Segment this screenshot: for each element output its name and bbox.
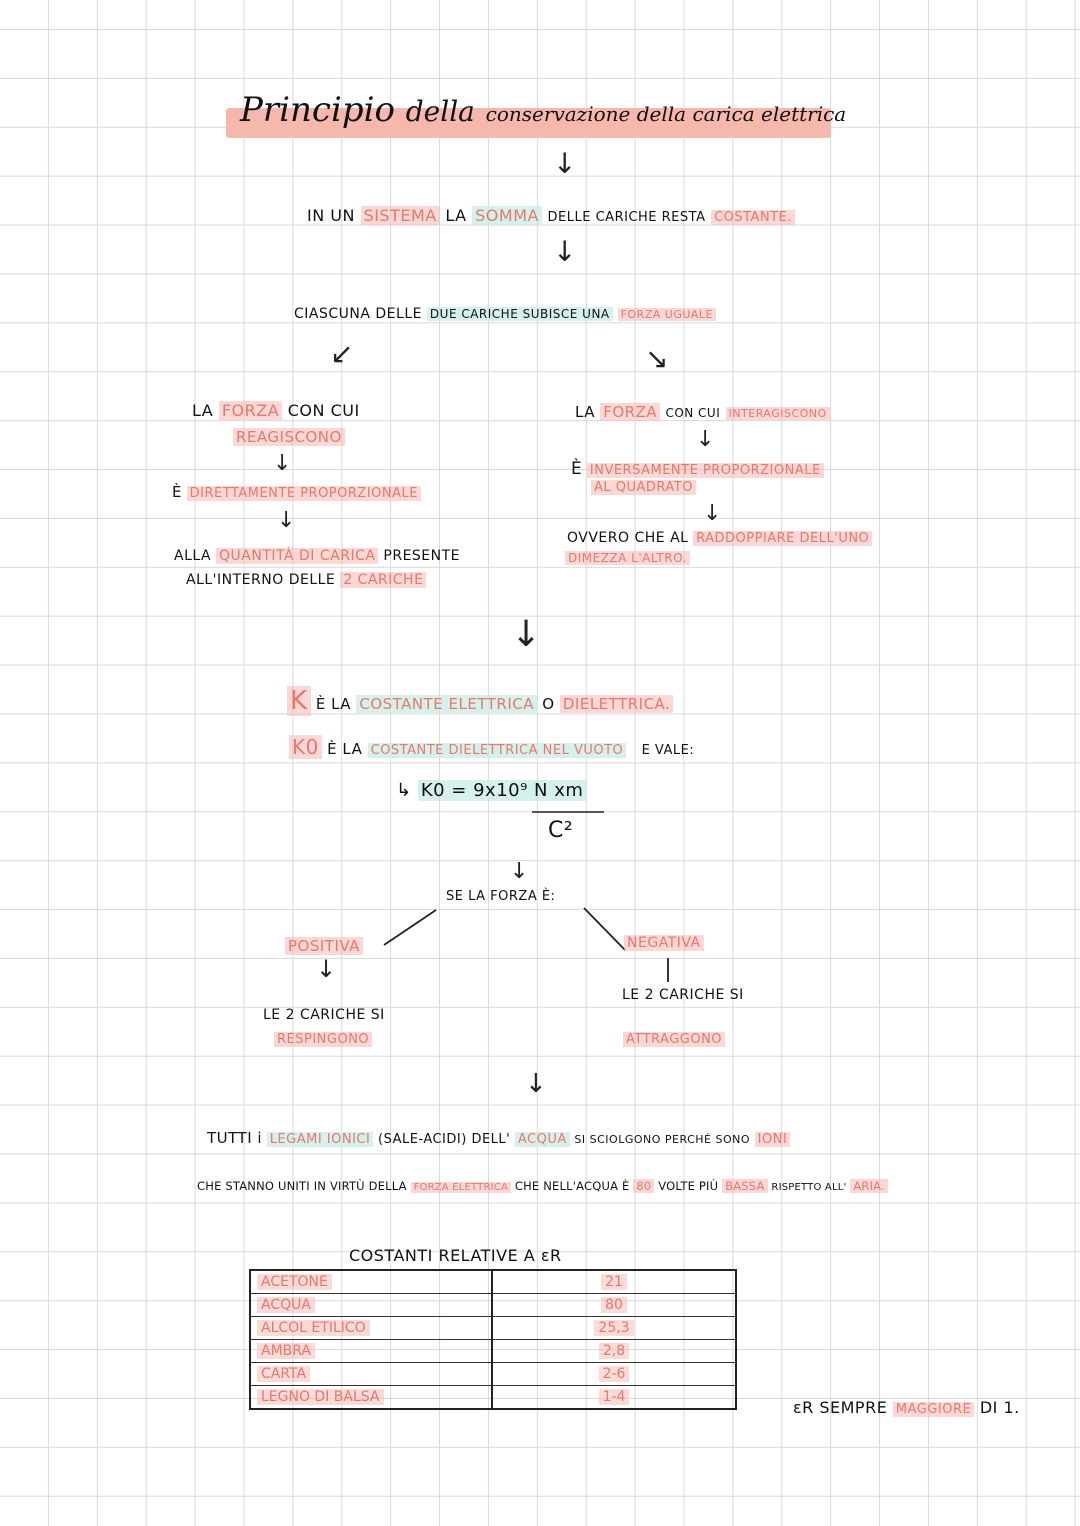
material-value-cell: 1-4 bbox=[492, 1386, 736, 1410]
material-value: 2-6 bbox=[598, 1366, 630, 1382]
material-value: 21 bbox=[601, 1274, 627, 1290]
arrow-down-left: ↙ bbox=[330, 337, 354, 370]
arrow-down: ↓ bbox=[316, 955, 337, 983]
arrow-down: ↓ bbox=[277, 508, 296, 533]
material-value: 2,8 bbox=[598, 1343, 630, 1359]
title-word-principio: Principio bbox=[240, 90, 395, 130]
arrow-down-right: ↘ bbox=[645, 342, 669, 375]
arrow-down: ↓ bbox=[553, 147, 577, 180]
left-reagiscono: REAGISCONO bbox=[233, 428, 345, 446]
table-row: AMBRA 2,8 bbox=[250, 1339, 736, 1363]
left-forza: LA FORZA CON CUI bbox=[192, 401, 360, 420]
table-title: COSTANTI RELATIVE A εR bbox=[349, 1246, 562, 1265]
material-name-cell: LEGNO DI BALSA bbox=[250, 1385, 493, 1409]
right-quadrato: AL QUADRATO bbox=[591, 480, 696, 495]
k0-formula-denominator: C² bbox=[548, 818, 574, 843]
arrow-down: ↓ bbox=[696, 427, 715, 452]
arrow-down: ↓ bbox=[511, 614, 542, 655]
k0-formula: ↳ K0 = 9x10⁹ N xm bbox=[396, 780, 587, 801]
se-forza: SE LA FORZA È: bbox=[446, 889, 556, 904]
legami-line-1: TUTTI i LEGAMI IONICI (SALE-ACIDI) DELL'… bbox=[207, 1129, 791, 1147]
material-name: ACETONE bbox=[257, 1274, 332, 1290]
table-row: ACETONE 21 bbox=[250, 1270, 736, 1294]
k0-line: K0 È LA COSTANTE DIELETTRICA NEL VUOTO E… bbox=[289, 735, 694, 759]
title-word-della: della bbox=[405, 95, 475, 128]
er-note: εR SEMPRE MAGGIORE DI 1. bbox=[793, 1398, 1020, 1417]
statement: IN UN SISTEMA LA SOMMA DELLE CARICHE RES… bbox=[307, 206, 795, 225]
right-dimezza: DIMEZZA L'ALTRO. bbox=[565, 551, 690, 565]
table-row: ALCOL ETILICO 25,3 bbox=[250, 1316, 736, 1340]
arrow-down: ↓ bbox=[510, 859, 529, 884]
left-cariche: ALL'INTERNO DELLE 2 CARICHE bbox=[186, 572, 427, 588]
legami-line-2: CHE STANNO UNITI IN VIRTÙ DELLA FORZA EL… bbox=[197, 1179, 888, 1193]
title-rest: conservazione della carica elettrica bbox=[485, 102, 847, 126]
left-quantita: ALLA QUANTITÀ DI CARICA PRESENTE bbox=[174, 548, 461, 564]
title-highlight bbox=[226, 108, 831, 138]
material-name-cell: CARTA bbox=[250, 1362, 493, 1386]
material-value-cell: 25,3 bbox=[492, 1317, 736, 1340]
arrow-down: ↓ bbox=[553, 235, 577, 268]
connector-right bbox=[583, 907, 626, 951]
table-row: LEGNO DI BALSA 1-4 bbox=[250, 1385, 736, 1410]
right-ovvero: OVVERO CHE AL RADDOPPIARE DELL'UNO bbox=[567, 530, 873, 546]
left-direttamente: È DIRETTAMENTE PROPORZIONALE bbox=[172, 483, 421, 501]
material-name-cell: ACQUA bbox=[250, 1293, 493, 1317]
connector-left bbox=[383, 909, 437, 946]
ciascuna-line: CIASCUNA DELLE DUE CARICHE SUBISCE UNA F… bbox=[294, 306, 717, 322]
material-value: 80 bbox=[601, 1297, 627, 1313]
material-value-cell: 2-6 bbox=[492, 1363, 736, 1386]
material-name: AMBRA bbox=[257, 1343, 315, 1359]
negativa: NEGATIVA bbox=[624, 935, 704, 951]
arrow-down: ↓ bbox=[273, 451, 292, 476]
right-inversamente: È INVERSAMENTE PROPORZIONALE bbox=[571, 459, 824, 479]
material-value-cell: 2,8 bbox=[492, 1340, 736, 1363]
table-row: CARTA 2-6 bbox=[250, 1362, 736, 1386]
material-value-cell: 21 bbox=[492, 1270, 736, 1294]
material-name: CARTA bbox=[257, 1366, 311, 1382]
negativa-desc-2: ATTRAGGONO bbox=[623, 1032, 726, 1047]
k-line: K È LA COSTANTE ELETTRICA O DIELETTRICA. bbox=[287, 686, 674, 716]
material-value-cell: 80 bbox=[492, 1294, 736, 1317]
material-name: ACQUA bbox=[257, 1297, 315, 1313]
arrow-down: ↓ bbox=[525, 1069, 547, 1099]
material-name-cell: AMBRA bbox=[250, 1339, 493, 1363]
right-forza: LA FORZA CON CUI INTERAGISCONO bbox=[575, 403, 830, 421]
material-name: ALCOL ETILICO bbox=[257, 1320, 370, 1336]
material-name-cell: ACETONE bbox=[250, 1270, 493, 1294]
positiva-desc-1: LE 2 CARICHE SI bbox=[263, 1007, 385, 1023]
material-value: 1-4 bbox=[598, 1389, 630, 1405]
material-name: LEGNO DI BALSA bbox=[257, 1389, 384, 1405]
page-title: Principio della conservazione della cari… bbox=[240, 90, 846, 130]
negativa-desc-1: LE 2 CARICHE SI bbox=[622, 987, 744, 1003]
table-row: ACQUA 80 bbox=[250, 1293, 736, 1317]
positiva: POSITIVA bbox=[285, 937, 363, 955]
arrow-down: ↓ bbox=[703, 501, 722, 526]
material-name-cell: ALCOL ETILICO bbox=[250, 1316, 493, 1340]
material-value: 25,3 bbox=[594, 1320, 634, 1336]
positiva-desc-2: RESPINGONO bbox=[274, 1032, 373, 1047]
